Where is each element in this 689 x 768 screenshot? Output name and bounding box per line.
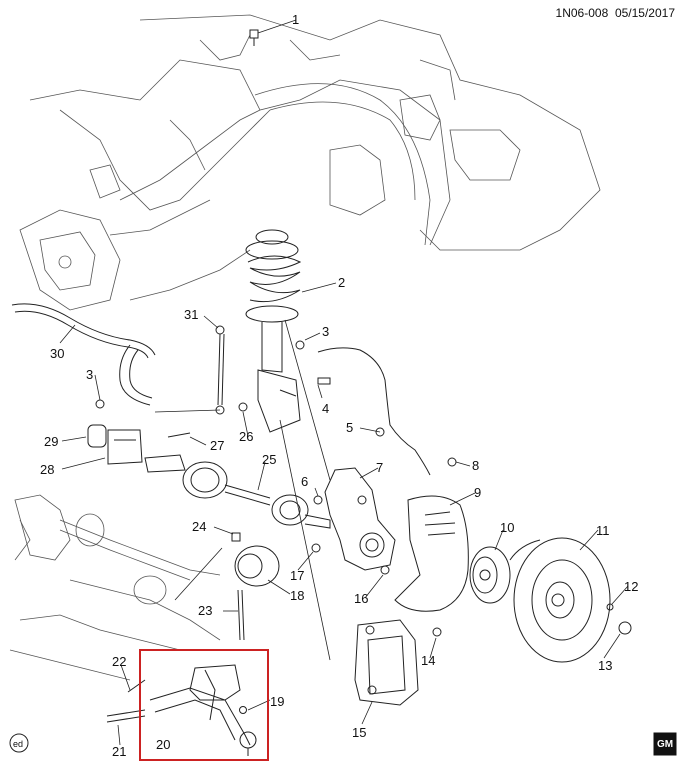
nut-16 (380, 565, 390, 575)
stabilizer-link (215, 325, 225, 415)
bolt-1 (249, 29, 259, 46)
gm-logo-text: GM (657, 739, 673, 750)
drive-axle (144, 454, 331, 529)
callout-14: 14 (421, 653, 435, 668)
bolt-22 (127, 679, 146, 693)
highlight-box (139, 649, 269, 761)
callout-8: 8 (472, 458, 479, 473)
callout-1: 1 (292, 12, 299, 27)
callout-30: 30 (50, 346, 64, 361)
callout-16: 16 (354, 591, 368, 606)
callout-19: 19 (270, 694, 284, 709)
callout-26: 26 (239, 429, 253, 444)
bolt-17 (311, 543, 321, 553)
callout-10: 10 (500, 520, 514, 535)
callout-3-left: 3 (86, 367, 93, 382)
callout-labels: 1 2 3 3 4 5 6 7 8 9 10 11 12 13 14 15 16… (13, 12, 673, 759)
hub-bearing (469, 546, 511, 604)
callout-12: 12 (624, 579, 638, 594)
callout-24: 24 (192, 519, 206, 534)
splash-shield (394, 495, 469, 612)
nut-26 (238, 402, 248, 412)
callout-9: 9 (474, 485, 481, 500)
ed-badge-text: ed (13, 739, 23, 749)
doc-code: 1N06-008 (555, 6, 609, 20)
leader-lines (59, 19, 629, 746)
callout-5: 5 (346, 420, 353, 435)
callout-28: 28 (40, 462, 54, 477)
steering-knuckle (324, 467, 396, 571)
callout-29: 29 (44, 434, 58, 449)
stabilizer-bushing (87, 424, 143, 465)
callout-13: 13 (598, 658, 612, 673)
nut-19 (239, 706, 247, 714)
fastener-12 (606, 603, 614, 611)
bolt-6 (313, 495, 323, 505)
nut-13 (618, 621, 632, 635)
callout-31: 31 (184, 307, 198, 322)
brake-caliper (354, 619, 419, 706)
body-structure (19, 14, 601, 311)
steering-gear (9, 494, 221, 681)
callout-21: 21 (112, 744, 126, 759)
lower-control-arm-bushing (231, 532, 280, 641)
callout-2: 2 (338, 275, 345, 290)
callout-25: 25 (262, 452, 276, 467)
callout-3-right: 3 (322, 324, 329, 339)
callout-23: 23 (198, 603, 212, 618)
callout-6: 6 (301, 474, 308, 489)
bolt-27 (167, 432, 191, 438)
strut-assembly (245, 229, 302, 433)
callout-27: 27 (210, 438, 224, 453)
gm-logo (653, 732, 677, 756)
bolt-14 (432, 627, 442, 637)
brake-rotor (509, 537, 611, 663)
callout-4: 4 (322, 401, 329, 416)
ed-badge (9, 733, 29, 753)
lower-control-arm (149, 664, 257, 756)
nut-3-left (95, 399, 105, 409)
callout-20: 20 (156, 737, 170, 752)
header-code: 1N06-008 05/15/2017 (556, 6, 675, 20)
bolt-21 (106, 709, 146, 723)
doc-date: 05/15/2017 (614, 6, 675, 20)
wheel-speed-sensor (295, 340, 431, 476)
callout-7: 7 (376, 460, 383, 475)
callout-11: 11 (596, 523, 610, 538)
callout-18: 18 (290, 588, 304, 603)
callout-22: 22 (112, 654, 126, 669)
callout-15: 15 (352, 725, 366, 740)
stabilizer-shaft (11, 303, 156, 406)
bolt-8 (447, 457, 457, 467)
callout-17: 17 (290, 568, 304, 583)
